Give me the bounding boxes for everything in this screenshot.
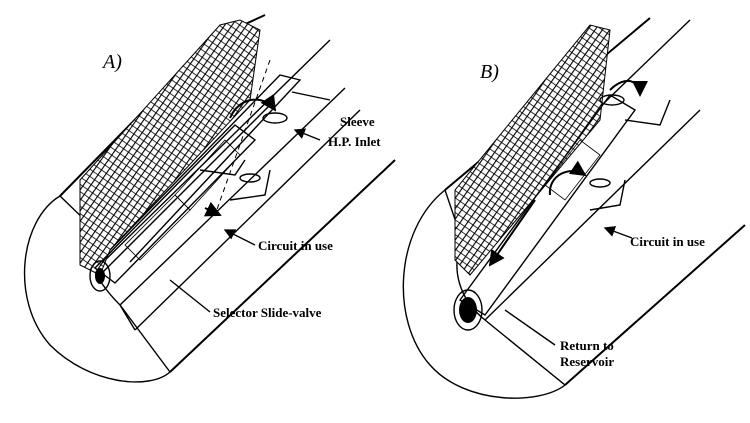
panel-b-end-face xyxy=(402,188,567,399)
label-circuit-in-use-b: Circuit in use xyxy=(630,234,705,249)
label-selector-slide-valve: Selector Slide-valve xyxy=(213,305,322,320)
panel-a-drawing xyxy=(23,14,396,383)
label-reservoir: Reservoir xyxy=(560,354,614,369)
label-hp-inlet: H.P. Inlet xyxy=(328,134,381,149)
label-return-to: Return to xyxy=(560,338,614,353)
panel-b-drawing xyxy=(402,17,746,399)
label-circuit-in-use-a: Circuit in use xyxy=(258,238,333,253)
panel-a-title: A) xyxy=(101,51,122,73)
panel-b-hatched-wall xyxy=(454,24,611,276)
panel-b-slide-valve xyxy=(453,94,637,331)
label-sleeve: Sleeve xyxy=(340,114,375,129)
panel-a-slide-valve xyxy=(89,124,257,292)
panel-b-title: B) xyxy=(480,61,499,83)
